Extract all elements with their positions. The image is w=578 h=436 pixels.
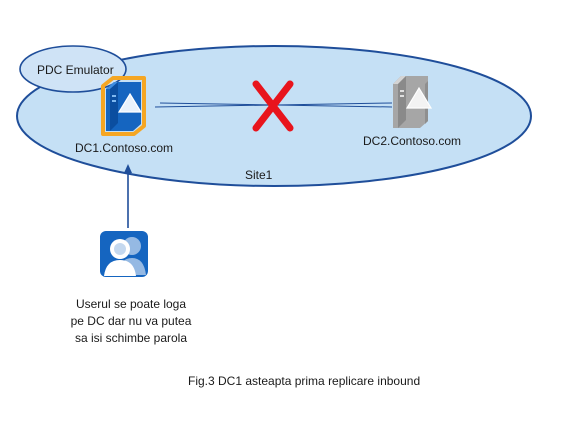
pdc-emulator-bubble — [19, 45, 127, 93]
pdc-emulator-label: PDC Emulator — [37, 63, 114, 77]
dc2-label: DC2.Contoso.com — [363, 134, 462, 148]
dc1-server-icon — [101, 76, 146, 136]
dc2-server-icon — [393, 76, 433, 128]
x-mark-icon — [252, 80, 294, 132]
dc1-label: DC1.Contoso.com — [75, 141, 174, 155]
user-note: Userul se poate loga pe DC dar nu va put… — [36, 296, 226, 347]
users-icon — [100, 231, 148, 277]
login-arrow — [124, 164, 132, 228]
user-note-line: Userul se poate loga — [75, 297, 187, 311]
site-label: Site1 — [245, 168, 273, 182]
figure-caption: Fig.3 DC1 asteapta prima replicare inbou… — [188, 374, 421, 388]
user-note-line: sa isi schimbe parola — [74, 331, 188, 345]
user-note-line: pe DC dar nu va putea — [70, 314, 192, 328]
